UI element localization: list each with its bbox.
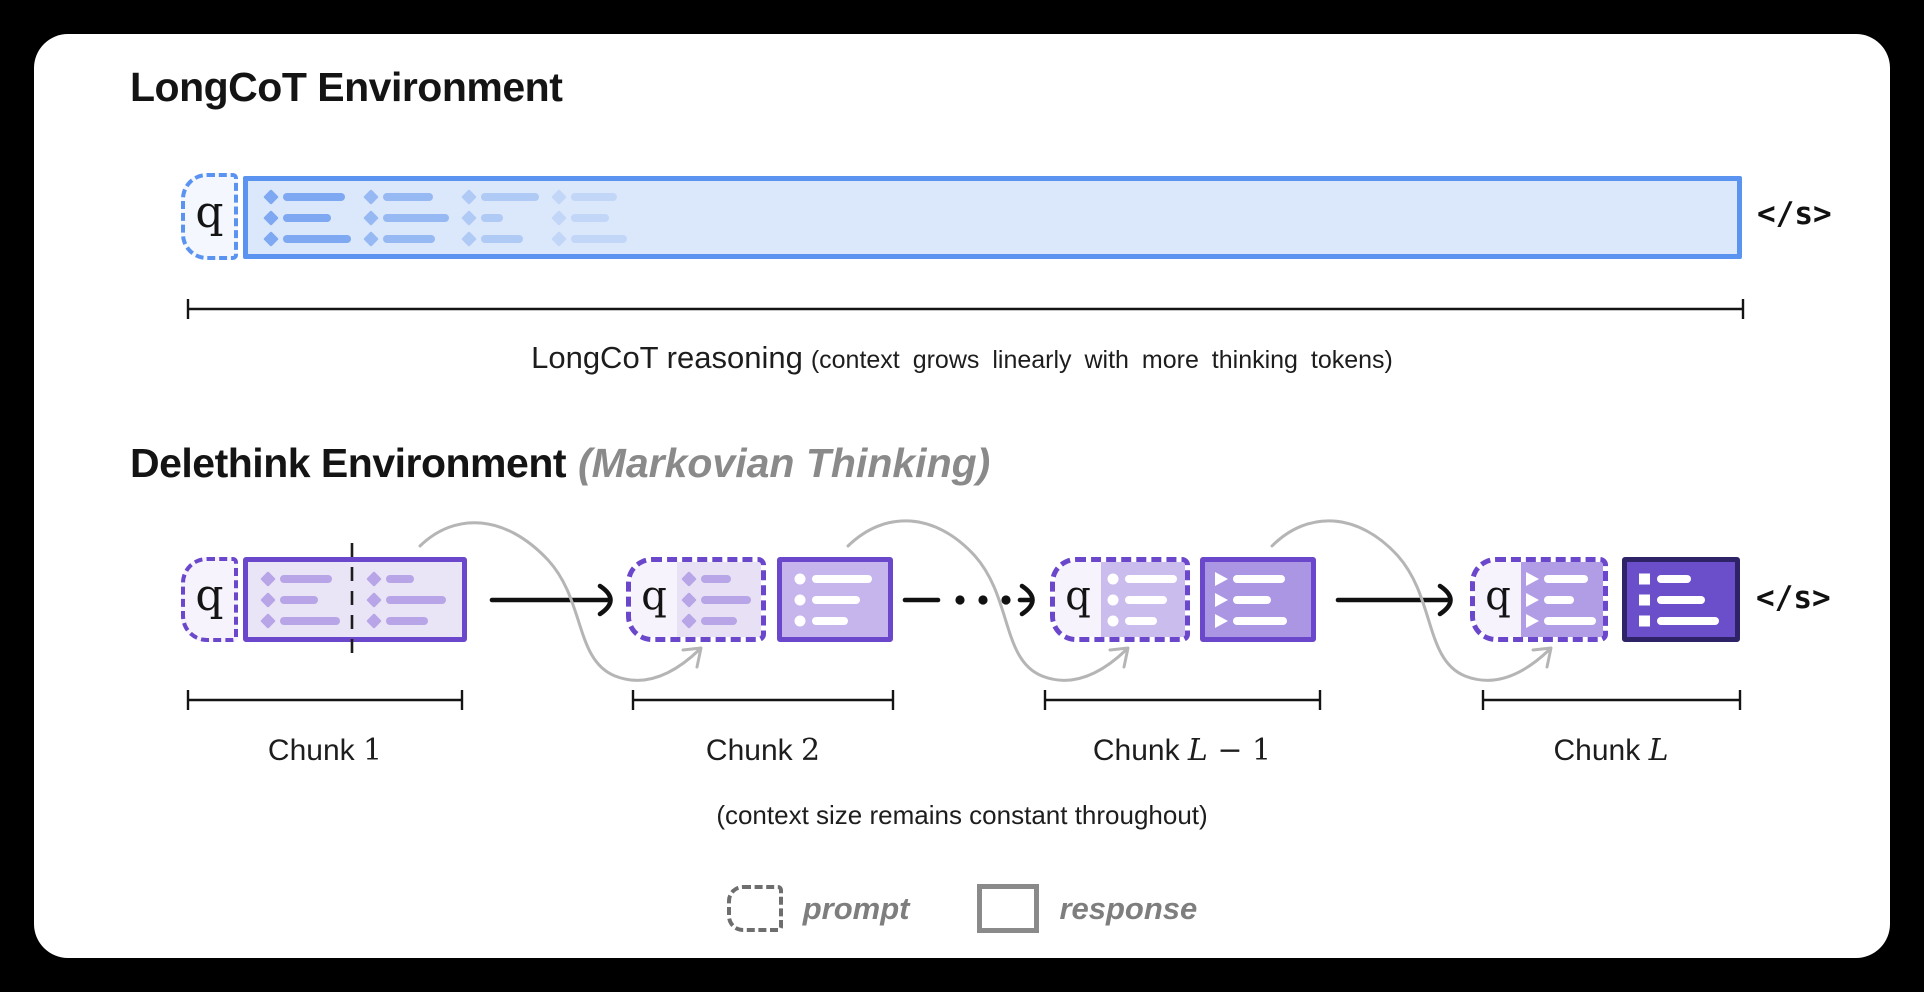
- flow-arrow-icon: [489, 583, 613, 617]
- chunk-L-1-carryover-zone: [1101, 562, 1185, 637]
- carryover-curve-icon: [418, 521, 703, 682]
- chunk-2-carryover-zone: [677, 562, 761, 637]
- legend-prompt-label: prompt: [802, 890, 910, 926]
- token-lines-icon: [263, 189, 627, 247]
- chunk-L-1-response-box: [1200, 557, 1316, 642]
- ellipsis-dots: [902, 583, 1035, 617]
- chunk-L-1-question-zone: q: [1055, 562, 1101, 637]
- chunk-label-prefix: Chunk: [705, 734, 793, 767]
- token-lines-icon: [1526, 572, 1596, 628]
- carryover-curve-icon: [846, 519, 1130, 682]
- chunk-label-prefix: Chunk: [1092, 734, 1180, 767]
- token-lines-icon: [794, 573, 872, 627]
- delethink-caption: (context size remains constant throughou…: [716, 800, 1208, 830]
- longcot-response-bar: [243, 176, 1742, 259]
- chunk-label-var: L: [1187, 733, 1208, 768]
- token-lines-icon: [1107, 573, 1177, 627]
- delethink-title-main: Delethink Environment: [130, 440, 567, 486]
- longcot-question-box: q: [181, 173, 238, 260]
- chunk-L-1-label: Chunk L − 1: [1062, 733, 1302, 768]
- chunk-1-response-box: [243, 557, 467, 642]
- question-token-label: q: [195, 186, 224, 238]
- chunk-L-question-zone: q: [1475, 562, 1521, 637]
- chunk-L-response-box: [1622, 557, 1740, 642]
- chunk-2-response-box: [777, 557, 893, 642]
- eos-token-label: </s>: [1757, 196, 1832, 232]
- chunk-1-span-bracket: [186, 690, 464, 710]
- question-token-label: q: [1485, 572, 1511, 619]
- legend: prompt response: [0, 884, 1924, 933]
- longcot-section-title: LongCoT Environment: [130, 64, 563, 110]
- legend-response-swatch-icon: [977, 884, 1040, 933]
- legend-prompt-swatch-icon: [726, 885, 783, 932]
- chunk-L-carryover-zone: [1521, 562, 1603, 637]
- question-token-label: q: [641, 572, 667, 619]
- token-lines-icon: [681, 571, 751, 629]
- chunk-1-label: Chunk 1: [225, 733, 425, 768]
- chunk-label-var-rest: 2: [800, 733, 821, 768]
- chunk-L-1-span-bracket: [1043, 690, 1322, 710]
- chunk-1-question-box: q: [181, 557, 238, 642]
- chunk-L-label: Chunk L: [1511, 733, 1711, 768]
- question-token-label: q: [1065, 572, 1091, 619]
- token-lines-icon: [1215, 572, 1287, 628]
- longcot-caption: LongCoT reasoning(context grows linearly…: [0, 340, 1924, 376]
- question-token-label: q: [195, 569, 224, 621]
- longcot-span-bracket: [186, 299, 1745, 319]
- chunk-2-span-bracket: [631, 690, 895, 710]
- chunk-L-span-bracket: [1481, 690, 1742, 710]
- delethink-title-suffix: (Markovian Thinking): [578, 440, 991, 486]
- chunk-L-1-prompt-box: q: [1050, 557, 1190, 642]
- chunk-2-prompt-box: q: [626, 557, 766, 642]
- carryover-curve-icon: [1270, 519, 1553, 682]
- chunk-label-prefix: Chunk: [1553, 734, 1641, 767]
- token-lines-icon: [1639, 573, 1719, 627]
- flow-arrow-icon: [1335, 583, 1453, 617]
- chunk-label-var-rest: − 1: [1207, 733, 1272, 768]
- token-lines-icon: [260, 571, 446, 629]
- delethink-section-title: Delethink Environment(Markovian Thinking…: [130, 440, 990, 487]
- chunk-L-prompt-box: q: [1470, 557, 1608, 642]
- chunk-label-var-rest: 1: [362, 733, 383, 768]
- eos-token-label: </s>: [1756, 580, 1831, 616]
- chunk-2-label: Chunk 2: [663, 733, 863, 768]
- longcot-caption-sub: (context grows linearly with more thinki…: [810, 346, 1393, 374]
- legend-response-label: response: [1059, 890, 1198, 926]
- chunk-2-question-zone: q: [631, 562, 677, 637]
- chunk-label-prefix: Chunk: [267, 734, 355, 767]
- longcot-caption-main: LongCoT reasoning: [531, 340, 803, 375]
- chunk-label-var: L: [1648, 733, 1669, 768]
